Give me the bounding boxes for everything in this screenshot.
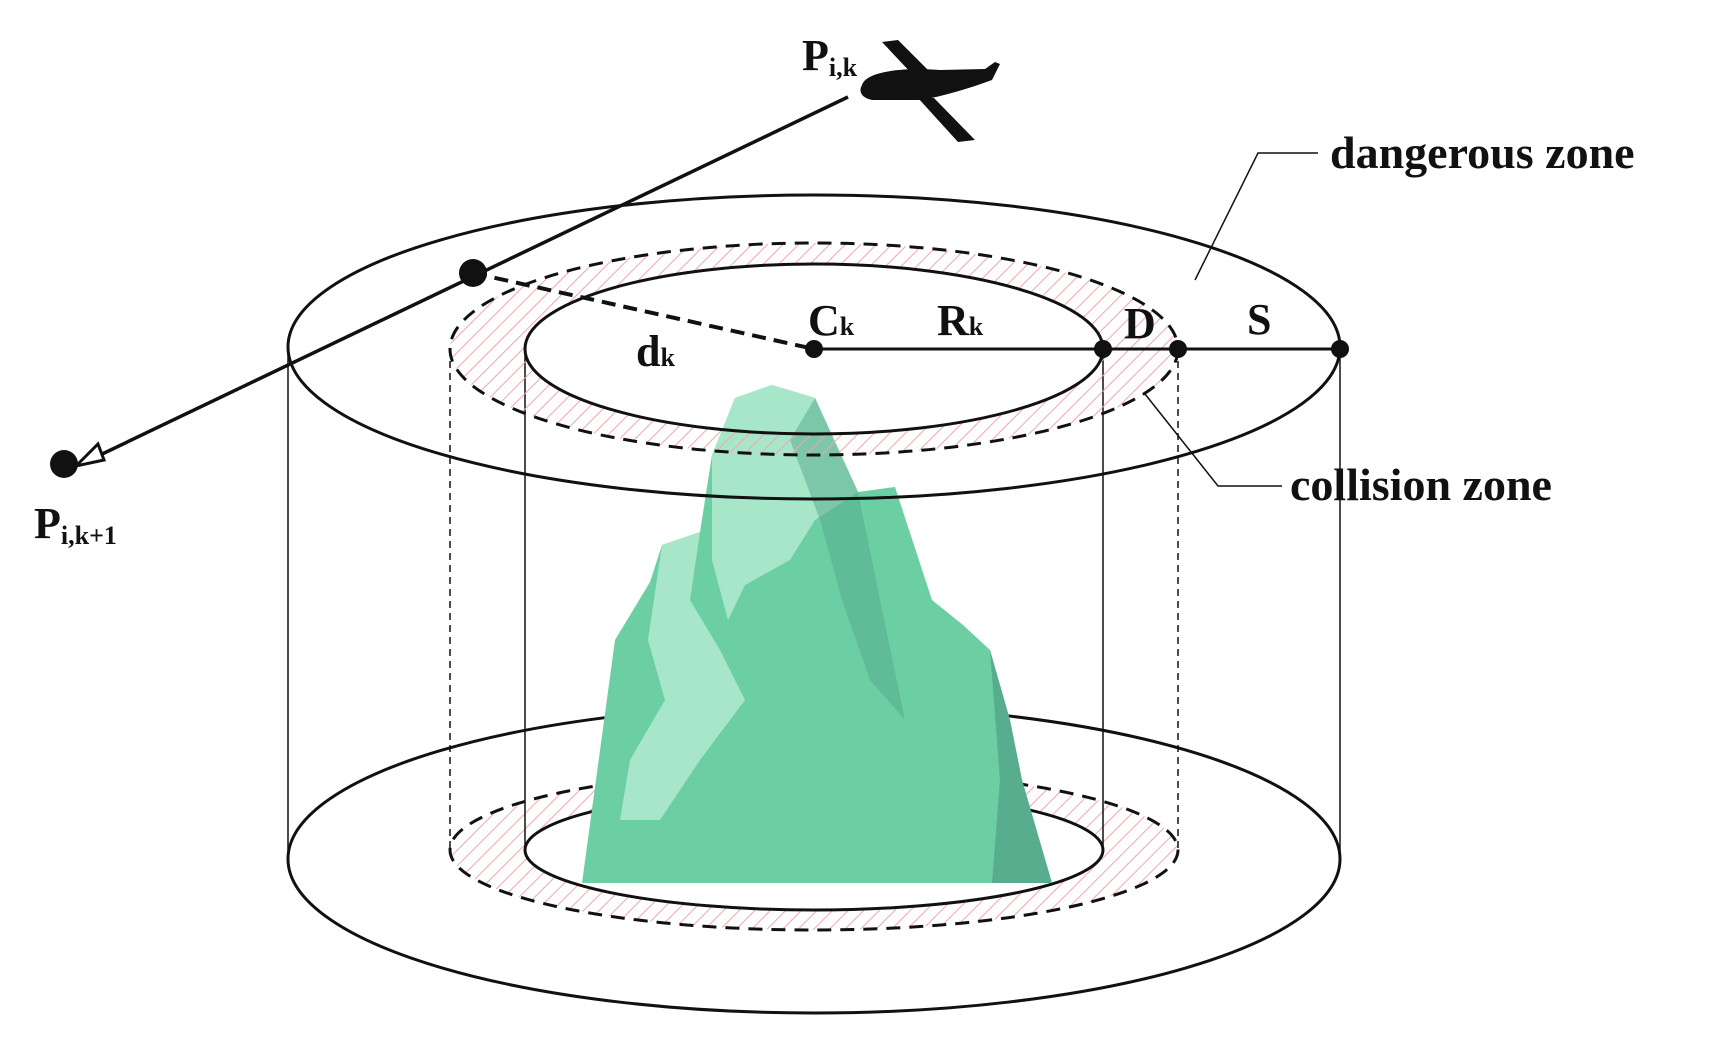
leader-lines <box>1144 152 1318 487</box>
margin-s-label: S <box>1247 295 1271 344</box>
aircraft-position-label: Pi,k <box>802 31 858 82</box>
trajectory <box>50 95 849 478</box>
closest-point <box>459 259 487 287</box>
distance-dashed-line <box>472 271 815 351</box>
collision-zone-label: collision zone <box>1290 459 1552 510</box>
center-label: Ck <box>808 296 855 345</box>
next-position-label: Pi,k+1 <box>34 499 117 550</box>
distance-label: dk <box>636 327 675 376</box>
center-point <box>805 340 823 358</box>
collision-edge-point <box>1169 340 1187 358</box>
obstacle-edge-point <box>1094 340 1112 358</box>
danger-edge-point <box>1331 340 1349 358</box>
airplane-icon <box>860 40 1000 142</box>
radius-line <box>805 340 1349 358</box>
margin-d-label: D <box>1124 299 1156 348</box>
arrowhead-icon <box>71 441 107 469</box>
dangerous-zone-label: dangerous zone <box>1330 127 1635 178</box>
radius-label: Rk <box>937 296 984 345</box>
next-position-point <box>50 450 78 478</box>
